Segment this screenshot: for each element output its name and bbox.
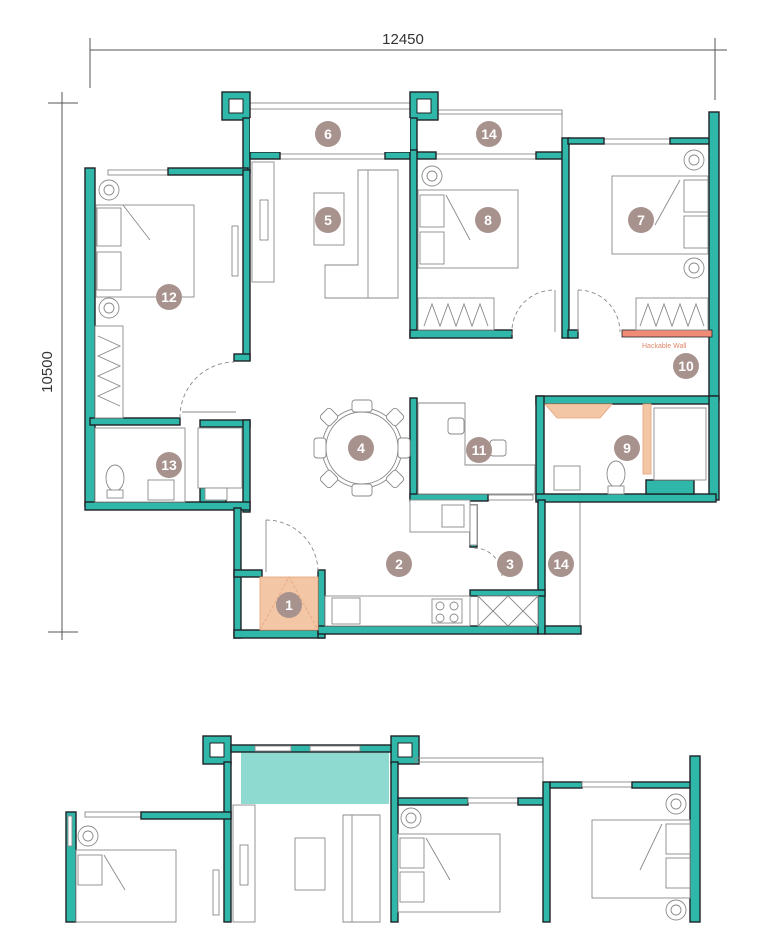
svg-text:13: 13 — [161, 457, 177, 473]
room-11-counter — [417, 402, 536, 495]
walls — [84, 91, 720, 639]
living-room-furniture — [251, 161, 399, 299]
room-badge-12[interactable]: 12 — [156, 284, 182, 310]
room-badge-11[interactable]: 11 — [466, 437, 492, 463]
room-badge-7[interactable]: 7 — [628, 207, 654, 233]
svg-text:7: 7 — [637, 212, 645, 228]
dimension-height: 10500 — [39, 92, 78, 640]
svg-text:9: 9 — [623, 440, 631, 456]
utility-3 — [477, 595, 539, 627]
room-badge-14-top[interactable]: 14 — [476, 121, 502, 147]
dimension-width: 12450 — [89, 31, 727, 100]
room-badge-14-side[interactable]: 14 — [548, 551, 574, 577]
dimension-height-label: 10500 — [39, 351, 56, 393]
balcony-highlight — [241, 752, 389, 804]
hackable-wall — [621, 329, 713, 338]
svg-text:3: 3 — [506, 556, 514, 572]
room-badge-5[interactable]: 5 — [315, 207, 341, 233]
svg-text:14: 14 — [553, 556, 569, 572]
svg-text:6: 6 — [324, 126, 332, 142]
room-badge-3[interactable]: 3 — [497, 551, 523, 577]
svg-text:11: 11 — [472, 442, 487, 458]
bath-9-partitions — [544, 403, 652, 475]
room-badge-1[interactable]: 1 — [276, 592, 302, 618]
svg-text:10: 10 — [678, 358, 694, 374]
room-badge-4[interactable]: 4 — [348, 435, 374, 461]
bedroom-8-furniture — [417, 165, 519, 331]
svg-text:5: 5 — [324, 212, 332, 228]
bedroom-7-furniture — [611, 149, 709, 331]
room-badge-10[interactable]: 10 — [673, 353, 699, 379]
svg-text:2: 2 — [395, 556, 403, 572]
svg-text:8: 8 — [484, 212, 492, 228]
hackable-wall-label: Hackable Wall — [642, 343, 687, 350]
dimension-width-label: 12450 — [382, 31, 424, 48]
room-badges: 1 2 3 4 5 6 7 8 9 10 11 12 13 14 14 — [156, 121, 699, 618]
svg-text:14: 14 — [481, 126, 497, 142]
svg-text:4: 4 — [357, 440, 365, 456]
svg-text:12: 12 — [161, 289, 177, 305]
secondary-floor-plan — [65, 735, 701, 923]
room-badge-9[interactable]: 9 — [614, 435, 640, 461]
bath-9-fixtures — [553, 407, 707, 495]
bedroom-12-furniture — [94, 179, 239, 419]
kitchen-fixtures — [324, 499, 478, 627]
room-badge-13[interactable]: 13 — [156, 452, 182, 478]
svg-text:1: 1 — [285, 597, 293, 613]
room-badge-2[interactable]: 2 — [386, 551, 412, 577]
room-badge-6[interactable]: 6 — [315, 121, 341, 147]
door-swings — [179, 289, 621, 577]
bath-13-fixtures — [94, 427, 243, 503]
room-badge-8[interactable]: 8 — [475, 207, 501, 233]
